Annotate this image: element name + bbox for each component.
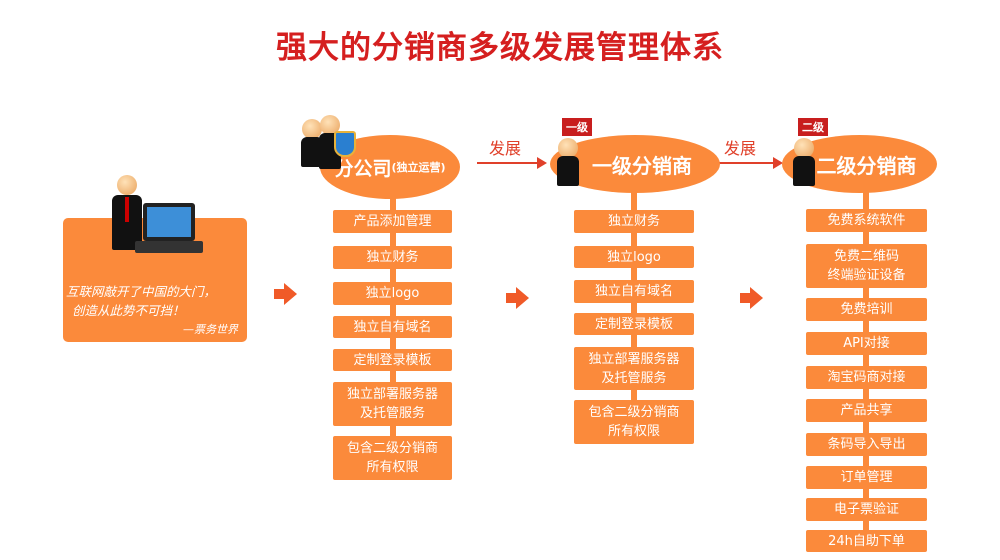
businessman-laptop-illustration — [105, 175, 205, 265]
node-title: 分公司 — [334, 157, 392, 180]
flag-person-illustration: 二级 — [784, 118, 844, 186]
node-subtitle: (独立运营) — [391, 161, 446, 174]
feature-box: 免费二维码 终端验证设备 — [806, 244, 927, 288]
quote-line-2: 创造从此势不可挡！ — [72, 303, 185, 318]
feature-box: 电子票验证 — [806, 498, 927, 521]
flag-person-illustration: 一级 — [548, 118, 608, 186]
arrow-label: 发展 — [489, 139, 522, 158]
feature-box: API对接 — [806, 332, 927, 355]
level-badge: 二级 — [798, 118, 828, 136]
arrow-right-icon — [477, 157, 547, 169]
feature-box: 独立财务 — [574, 210, 694, 233]
level-badge: 一级 — [562, 118, 592, 136]
node-title: 一级分销商 — [592, 153, 692, 178]
feature-box: 独立自有域名 — [333, 316, 452, 338]
feature-box: 产品添加管理 — [333, 210, 452, 233]
team-shield-illustration — [298, 113, 358, 173]
page-title: 强大的分销商多级发展管理体系 — [276, 30, 724, 66]
feature-box: 独立部署服务器 及托管服务 — [333, 382, 452, 426]
feature-box: 淘宝码商对接 — [806, 366, 927, 389]
feature-box: 包含二级分销商 所有权限 — [333, 436, 452, 480]
feature-box: 产品共享 — [806, 399, 927, 422]
feature-box: 独立财务 — [333, 246, 452, 269]
feature-box: 免费培训 — [806, 298, 927, 321]
chevron-right-icon — [274, 283, 297, 305]
arrow-right-icon — [713, 157, 783, 169]
feature-box: 独立logo — [574, 246, 694, 268]
feature-box: 独立部署服务器 及托管服务 — [574, 347, 694, 390]
feature-box: 免费系统软件 — [806, 209, 927, 232]
level1-distributor-node: 一级分销商 — [550, 135, 720, 193]
feature-box: 定制登录模板 — [574, 313, 694, 335]
feature-box: 订单管理 — [806, 466, 927, 489]
intro-quote: 互联网敲开了中国的大门， 创造从此势不可挡！ —票务世界 — [66, 282, 246, 339]
arrow-label: 发展 — [724, 139, 757, 158]
chevron-right-icon — [740, 287, 763, 309]
feature-box: 包含二级分销商 所有权限 — [574, 400, 694, 444]
quote-signature: —票务世界 — [183, 323, 238, 336]
quote-line-1: 互联网敲开了中国的大门， — [66, 284, 217, 299]
chevron-right-icon — [506, 287, 529, 309]
feature-box: 独立自有域名 — [574, 280, 694, 303]
node-title: 二级分销商 — [816, 153, 917, 178]
feature-box: 定制登录模板 — [333, 349, 452, 371]
feature-box: 独立logo — [333, 282, 452, 305]
feature-box: 24h自助下单 — [806, 530, 927, 552]
feature-box: 条码导入导出 — [806, 433, 927, 456]
